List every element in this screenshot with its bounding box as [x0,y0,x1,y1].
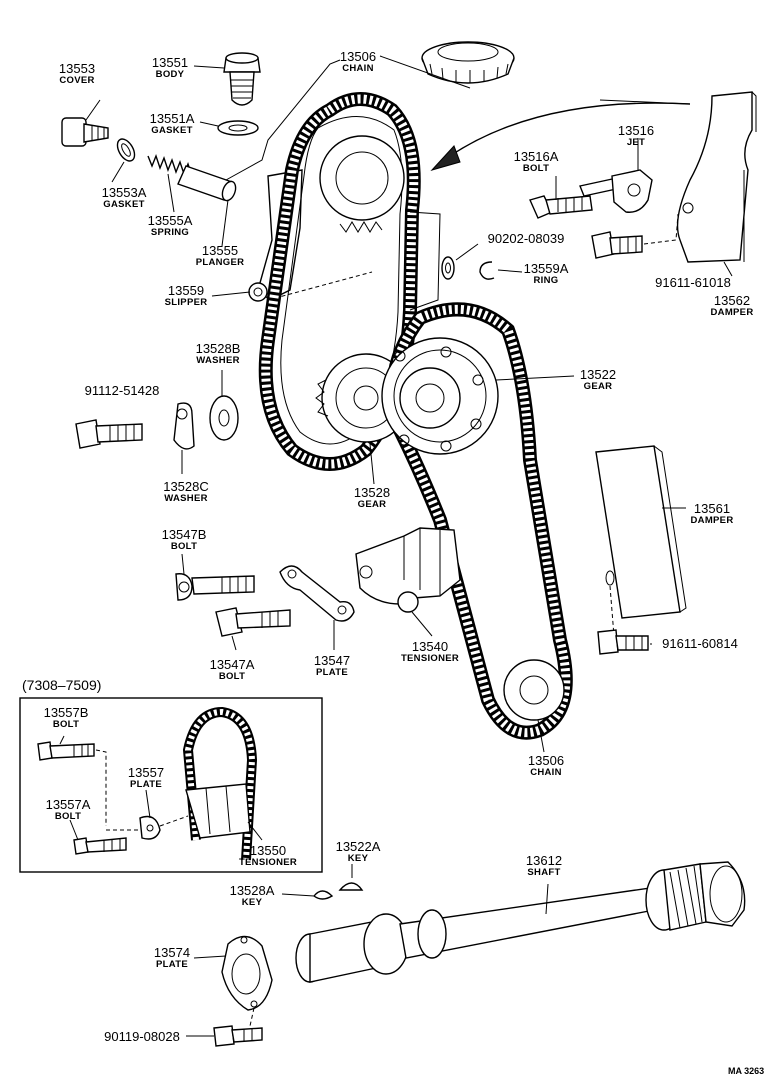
label-90119-08028: 90119-08028 [104,1029,180,1044]
label-91611-60814: 91611-60814 [662,636,738,651]
ring-13559a-drawing [479,261,495,280]
damper-13562-drawing [676,91,757,263]
shaft-13612-drawing [295,861,746,983]
plate-13574-drawing [221,935,273,1011]
gear-13522-drawing [381,337,499,455]
leader-lines [59,59,733,1037]
washer-13528c-drawing [173,402,195,450]
inset-box [19,697,323,873]
plunger-13555-drawing [177,165,237,202]
tensioner-13540-drawing [355,527,461,613]
cam-sprocket-drawing [319,135,405,233]
cover-13553-drawing [61,117,136,162]
bolt-13547a-drawing [215,607,291,637]
label-91611-61018: 91611-61018 [655,275,731,290]
diagram-code: MA 3263 [728,1066,765,1076]
damper-13561-drawing [595,445,687,619]
bolt-91611-60814-drawing [597,629,649,655]
gasket-13551a-drawing [217,120,259,136]
inset-title: (7308–7509) [22,677,102,693]
washer-90202-drawing [441,256,455,280]
label-91112-51428: 91112-51428 [84,383,160,398]
filler-cap [421,41,515,84]
bolt-13516a-drawing [529,195,593,219]
rotation-arrow [430,102,691,171]
bolt-91112-51428-drawing [75,419,143,449]
label-90202-08039: 90202-08039 [487,231,565,246]
crank-sprocket-drawing [503,659,565,721]
bolt-91611-61018-drawing [591,231,643,259]
inset-drawing [37,706,258,861]
bolt-90119-drawing [213,1025,263,1047]
bolt-13547b-drawing [175,573,255,601]
keys-drawing [313,882,364,900]
plate-13547-drawing [279,565,355,622]
jet-13516-drawing [579,169,653,213]
body-13551-drawing [223,52,261,106]
washer-13528b-drawing [209,395,239,441]
